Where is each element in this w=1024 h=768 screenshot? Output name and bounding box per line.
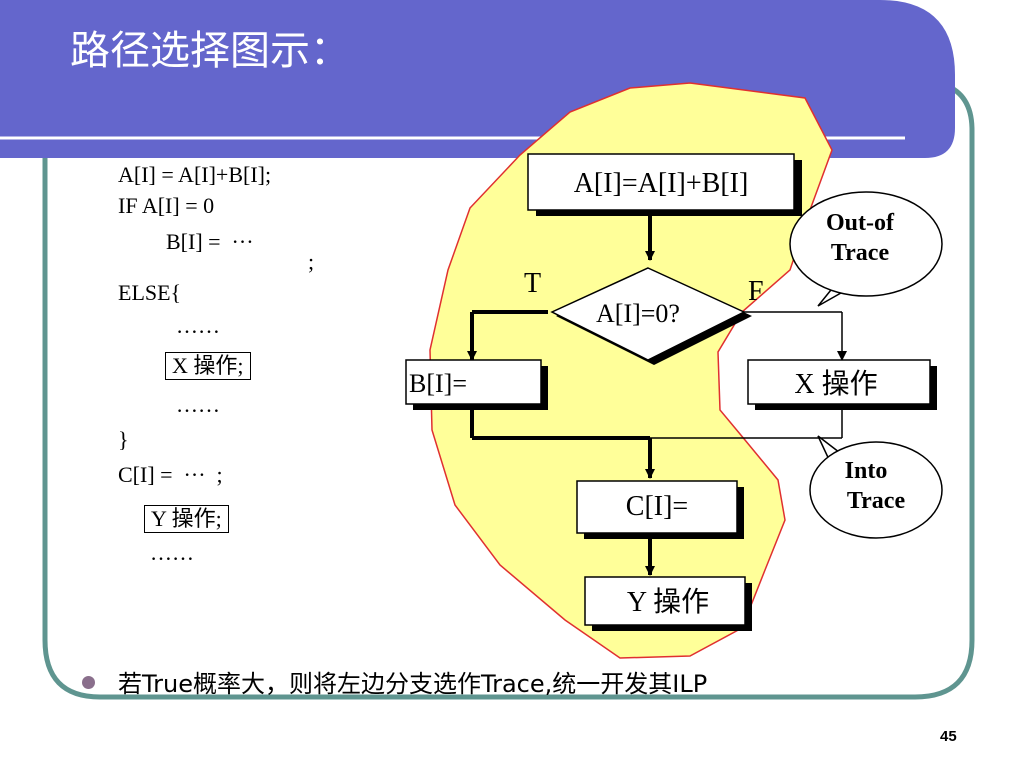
callout-into-line1: Into	[845, 458, 888, 484]
callout-into-line2: Trace	[847, 488, 906, 514]
slide-title: 路径选择图示：	[70, 28, 350, 74]
code-line-4: ELSE{	[118, 280, 182, 305]
decision-diamond: A[I]=0?	[550, 267, 752, 365]
box-b-label: B[I]=	[409, 369, 467, 398]
code-line-5: ……	[176, 313, 220, 338]
code-line-3: B[I] = ···	[166, 229, 254, 254]
code-line-2: IF A[I] = 0	[118, 193, 215, 218]
code-line-9: C[I] = ··· ;	[118, 462, 223, 487]
bullet-text: 若True概率大，则将左边分支选作Trace,统一开发其ILP	[118, 670, 708, 698]
code-line-8: }	[118, 427, 129, 452]
box-x-label: X 操作	[794, 368, 877, 400]
bullet-dot	[82, 676, 95, 689]
page-number: 45	[940, 728, 957, 745]
flow-connectors	[467, 216, 847, 576]
code-line-10: Y 操作;	[144, 505, 229, 533]
label-true: T	[524, 268, 541, 299]
code-line-6: X 操作;	[165, 352, 251, 380]
label-false: F	[748, 276, 764, 307]
code-line-3-semicolon: ;	[308, 249, 315, 274]
callout-out-line1: Out-of	[826, 210, 895, 236]
code-line-7: ……	[176, 392, 220, 417]
callout-out-line2: Trace	[831, 240, 890, 266]
callout-out-of-trace: Out-of Trace	[789, 191, 943, 307]
box-y: Y 操作	[584, 576, 752, 631]
box-c-label: C[I]=	[626, 491, 688, 522]
box-top-label: A[I]=A[I]+B[I]	[574, 168, 749, 199]
diamond-label: A[I]=0?	[596, 299, 680, 328]
box-c: C[I]=	[576, 480, 744, 539]
slide-frame	[42, 82, 975, 700]
code-line-1: A[I] = A[I]+B[I];	[118, 162, 272, 187]
callout-into-trace: Into Trace	[809, 435, 943, 539]
box-top: A[I]=A[I]+B[I]	[527, 153, 802, 216]
box-y-label: Y 操作	[627, 586, 709, 618]
box-b: B[I]=	[405, 359, 548, 410]
box-x: X 操作	[747, 359, 937, 410]
code-line-11: ……	[150, 540, 194, 565]
